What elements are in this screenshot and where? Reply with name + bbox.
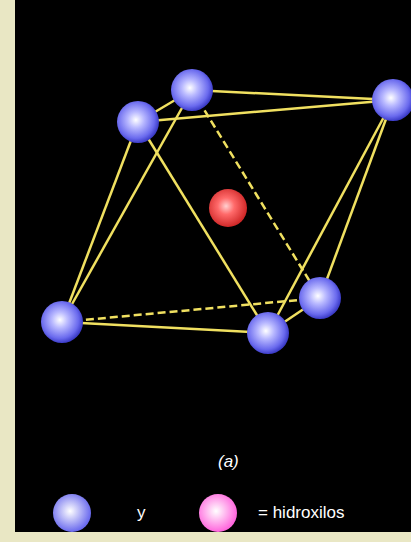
- figure-label: (a): [218, 452, 239, 472]
- legend-text: y: [137, 503, 146, 523]
- legend-text: = hidroxilos: [258, 503, 344, 523]
- bond-lines: [62, 90, 393, 333]
- legend-sphere: [199, 494, 237, 532]
- atom-spheres: [41, 69, 411, 354]
- black-panel: [15, 0, 411, 532]
- legend-sphere: [53, 494, 91, 532]
